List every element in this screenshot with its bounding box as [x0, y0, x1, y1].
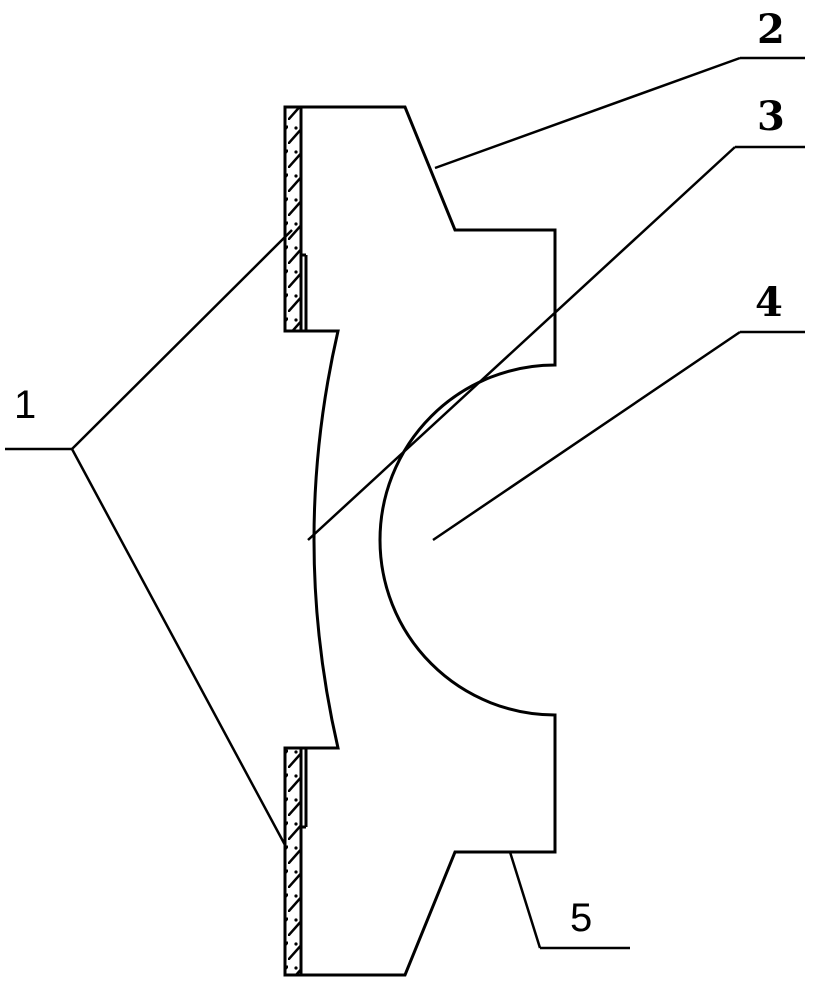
label-3: 3 [757, 93, 785, 140]
leader-2 [434, 56, 741, 170]
label-4: 4 [755, 279, 783, 326]
left-curved-surface [301, 329, 340, 750]
label-5: 5 [570, 896, 593, 940]
body-outline [301, 105, 557, 977]
leader-1-upper [71, 229, 293, 450]
leader-4 [432, 330, 741, 542]
label-1: 1 [14, 383, 37, 427]
label-2: 2 [757, 6, 785, 53]
hatched-strip-bottom [283, 746, 308, 977]
hatched-strip-top [283, 105, 308, 333]
leader-lines [5, 56, 805, 950]
leader-1-lower [70, 448, 287, 846]
leader-5 [508, 851, 542, 949]
leader-3 [307, 146, 736, 541]
